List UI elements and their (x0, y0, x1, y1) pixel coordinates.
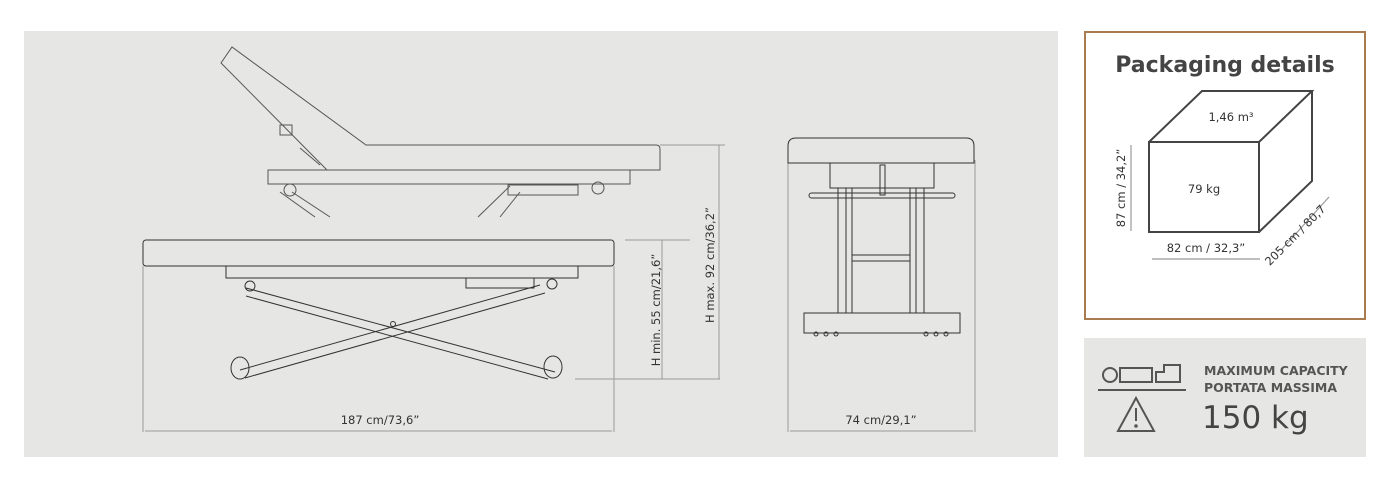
drawing-panel (24, 31, 1058, 457)
width-label: 74 cm/29,1” (845, 413, 916, 427)
package-box-icon: 1,46 m³ 79 kg 87 cm / 34,2” 82 cm / 32,3… (1114, 90, 1330, 268)
height-label: 87 cm / 34,2” (1114, 149, 1128, 228)
packaging-title: Packaging details (1115, 53, 1335, 78)
weight-label: 79 kg (1188, 182, 1220, 196)
table-raised-outline (220, 46, 661, 218)
capacity-value: 150 kg (1202, 400, 1309, 436)
h-min-label: H min. 55 cm/21,6” (649, 254, 663, 367)
table-lowered-outline (142, 239, 615, 380)
table-front-view (787, 137, 975, 337)
depth-label: 205 cm / 80,7 (1262, 202, 1328, 268)
maximum-capacity-box: MAXIMUM CAPACITY PORTATA MASSIMA 150 kg (1084, 338, 1366, 457)
dimension-lines (142, 144, 976, 432)
length-label: 187 cm/73,6” (341, 413, 420, 427)
capacity-label-en: MAXIMUM CAPACITY (1204, 363, 1348, 378)
volume-label: 1,46 m³ (1208, 110, 1253, 124)
h-max-label: H max. 92 cm/36,2” (703, 207, 717, 323)
width-label: 82 cm / 32,3” (1167, 241, 1246, 255)
packaging-details-box: Packaging details 1,46 m³ 79 kg 87 cm / … (1084, 31, 1366, 320)
load-warning-icon (1098, 364, 1186, 432)
capacity-label-it: PORTATA MASSIMA (1204, 380, 1338, 395)
